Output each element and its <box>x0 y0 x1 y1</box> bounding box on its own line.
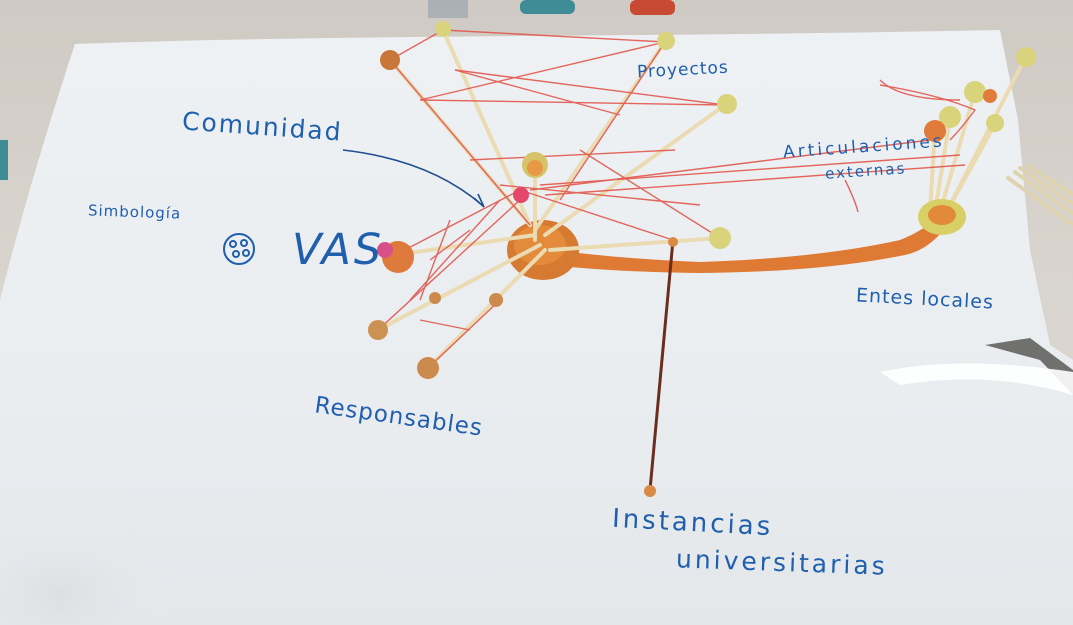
comunidad-arrow <box>343 150 482 205</box>
label-vas: VAS <box>292 225 384 275</box>
label-simbologia: Simbología <box>88 201 182 222</box>
instancias-thread <box>650 240 673 490</box>
clay-path-entes-locales <box>520 215 950 273</box>
sticks <box>378 30 725 368</box>
vas-symbol-icon <box>224 234 254 264</box>
